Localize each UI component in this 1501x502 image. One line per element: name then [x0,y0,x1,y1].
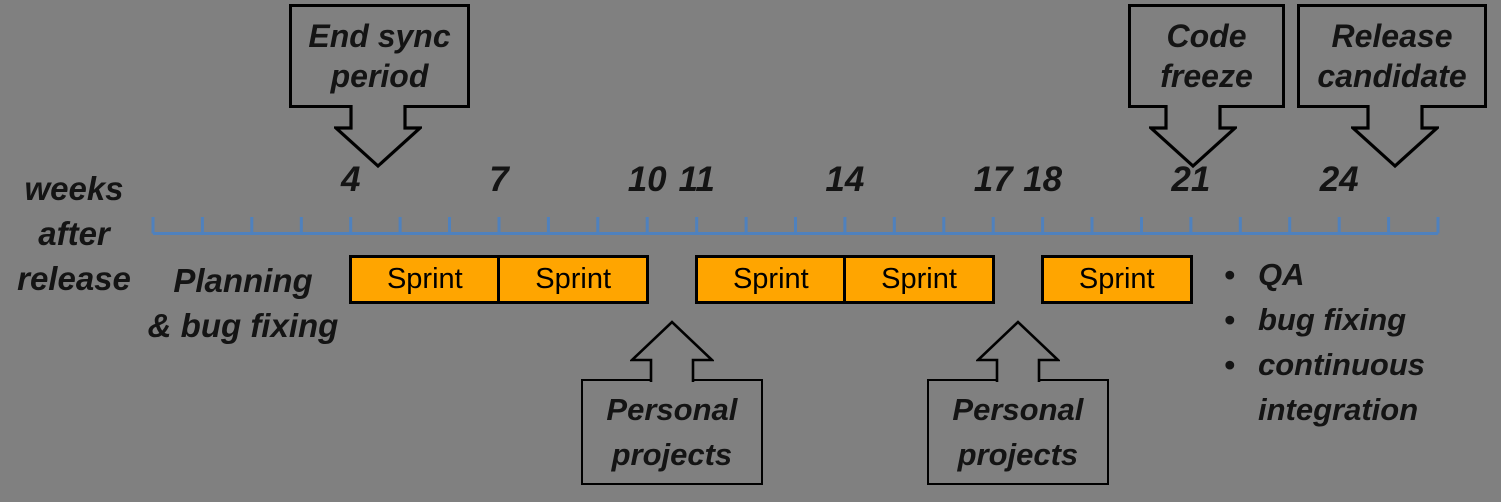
phase-label-line2: & bug fixing [147,307,339,344]
sprint-box: Sprint [694,255,847,304]
week-label: 18 [1023,160,1063,199]
week-label: 21 [1171,160,1211,199]
sprint-box: Sprint [842,255,996,304]
timeline-ruler-path [151,217,1440,235]
callout-release-candidate-line1: Release [1331,18,1453,54]
personal-projects-box: Personal projects [926,379,1109,485]
callout-code-freeze: Code freeze [1128,4,1285,108]
personal-projects-label: Personal [952,392,1084,427]
down-arrow-icon [334,105,422,169]
phase-label-line1: Planning [173,262,313,299]
axis-label-line3: release [17,260,131,297]
callout-release-candidate: Release candidate [1297,4,1487,108]
phase-label-planning: Planning & bug fixing [118,258,368,348]
axis-label-weeks-after-release: weeks after release [8,166,140,301]
callout-end-sync-line2: period [330,58,429,94]
final-phase-list: QAbug fixingcontinuous integration [1212,252,1452,432]
final-phase-item: continuous integration [1212,342,1452,432]
up-arrow-icon [975,320,1060,382]
week-label: 7 [489,160,509,199]
axis-label-line1: weeks [24,170,124,207]
week-label: 10 [627,160,667,199]
final-phase-item: bug fixing [1212,297,1452,342]
down-arrow-icon [1149,105,1237,169]
personal-projects-label: projects [611,437,733,472]
callout-code-freeze-line2: freeze [1160,58,1253,94]
callout-end-sync-line1: End sync [308,18,451,54]
week-label: 17 [973,160,1013,199]
sprint-label: Sprint [535,263,612,295]
week-label: 24 [1319,160,1359,199]
up-arrow-icon [629,320,714,382]
down-arrow-icon [1351,105,1439,169]
week-label: 4 [340,160,361,199]
personal-projects-box: Personal projects [580,379,763,485]
sprint-label: Sprint [386,263,463,295]
sprint-box: Sprint [348,255,501,304]
sprint-box: Sprint [1040,255,1193,304]
callout-end-sync-period: End sync period [289,4,470,108]
callout-release-candidate-line2: candidate [1317,58,1467,94]
callout-code-freeze-line1: Code [1166,18,1247,54]
timeline-ruler [151,217,1440,235]
sprint-label: Sprint [732,263,809,295]
final-phase-item: QA [1212,252,1452,297]
sprint-box: Sprint [497,255,650,304]
personal-projects-label: Personal [606,392,738,427]
week-label: 11 [678,160,715,199]
sprint-label: Sprint [881,263,957,295]
axis-label-line2: after [38,215,110,252]
week-label: 14 [825,160,865,199]
personal-projects-label: projects [957,437,1079,472]
sprint-label: Sprint [1078,263,1155,295]
